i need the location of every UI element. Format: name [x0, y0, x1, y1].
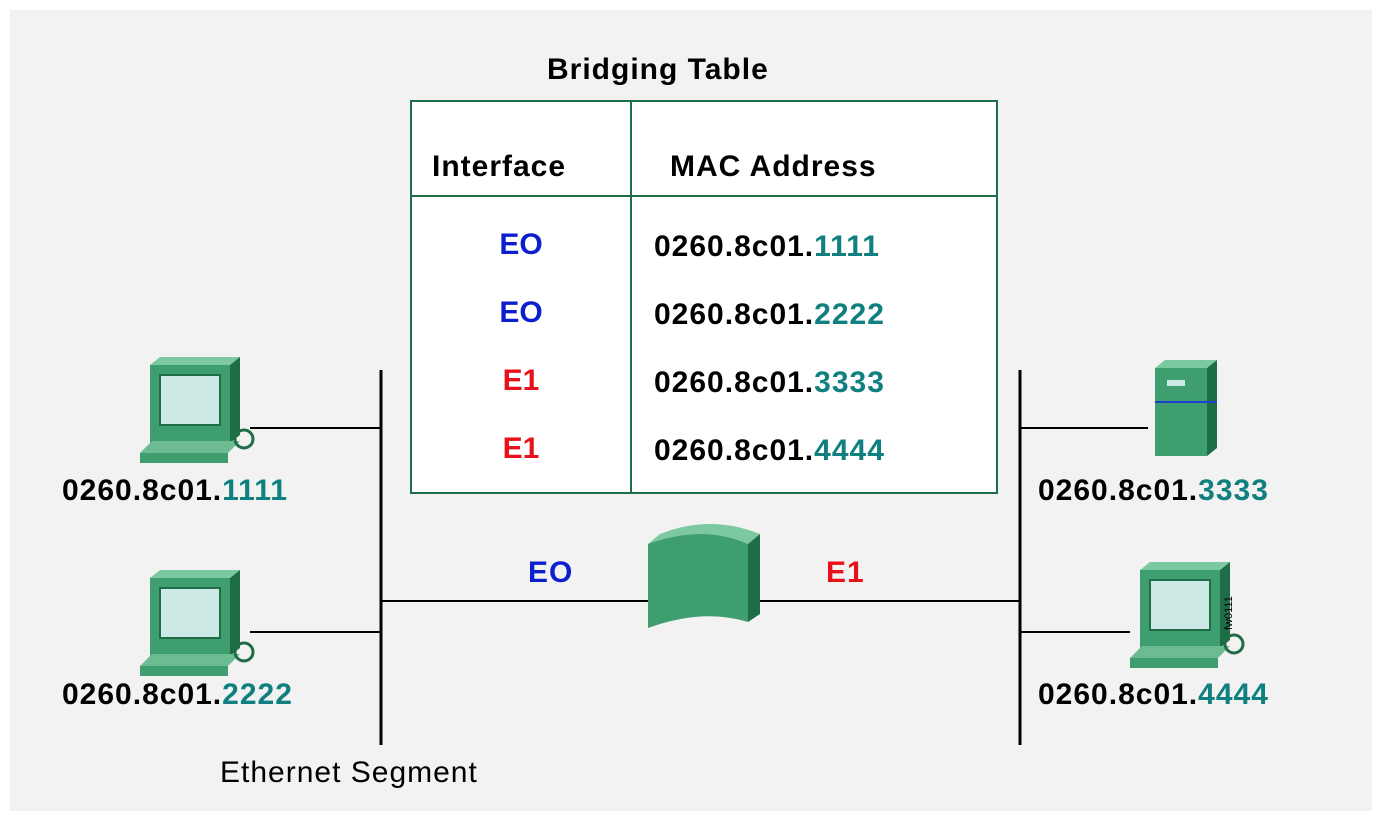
- header-mac-address: MAC Address: [670, 150, 877, 183]
- host2-mac-label: 0260.8c01.2222: [62, 680, 293, 710]
- row1-interface: EO: [499, 228, 543, 261]
- host3-mac-label: 0260.8c01.3333: [1038, 476, 1269, 506]
- row4-mac-prefix: 0260.8c01.: [654, 434, 815, 467]
- bridging-table-title: Bridging Table: [547, 53, 769, 86]
- table-header-divider: [412, 195, 996, 197]
- host1-mac-suffix: 1111: [222, 474, 288, 507]
- bridge-port-e1-label: E1: [826, 556, 865, 589]
- row3-mac: 0260.8c01.3333: [654, 368, 885, 398]
- host1-mac-label: 0260.8c01.1111: [62, 476, 288, 506]
- row3-mac-prefix: 0260.8c01.: [654, 366, 815, 399]
- host4-mac-suffix: 4444: [1198, 678, 1269, 711]
- row1-mac: 0260.8c01.1111: [654, 232, 880, 262]
- row1-mac-suffix: 1111: [814, 230, 880, 263]
- workstation-icon-host2: [140, 570, 255, 676]
- workstation-icon-host4: [1130, 562, 1245, 668]
- row3-interface: E1: [502, 364, 540, 397]
- row2-mac-prefix: 0260.8c01.: [654, 298, 815, 331]
- host4-mac-label: 0260.8c01.4444: [1038, 680, 1269, 710]
- workstation-icon-host1: [140, 357, 255, 463]
- host1-mac-prefix: 0260.8c01.: [62, 474, 223, 507]
- row4-mac: 0260.8c01.4444: [654, 436, 885, 466]
- table-column-divider: [630, 102, 632, 492]
- row3-mac-suffix: 3333: [814, 366, 885, 399]
- bridge-icon: [648, 524, 760, 628]
- host3-mac-suffix: 3333: [1198, 474, 1269, 507]
- bridging-table: Interface MAC Address EO 0260.8c01.1111 …: [410, 100, 998, 494]
- host2-mac-prefix: 0260.8c01.: [62, 678, 223, 711]
- row2-mac-suffix: 2222: [814, 298, 885, 331]
- ethernet-segment-label: Ethernet Segment: [220, 756, 478, 789]
- host4-mac-prefix: 0260.8c01.: [1038, 678, 1199, 711]
- header-interface: Interface: [432, 150, 567, 183]
- figure-stamp: fw0111: [1223, 596, 1235, 630]
- row4-mac-suffix: 4444: [814, 434, 885, 467]
- row2-mac: 0260.8c01.2222: [654, 300, 885, 330]
- row4-interface: E1: [502, 432, 540, 465]
- host2-mac-suffix: 2222: [222, 678, 293, 711]
- bridge-port-eo-label: EO: [528, 556, 574, 589]
- host3-mac-prefix: 0260.8c01.: [1038, 474, 1199, 507]
- row2-interface: EO: [499, 296, 543, 329]
- row1-mac-prefix: 0260.8c01.: [654, 230, 815, 263]
- server-icon-host3: [1155, 360, 1217, 456]
